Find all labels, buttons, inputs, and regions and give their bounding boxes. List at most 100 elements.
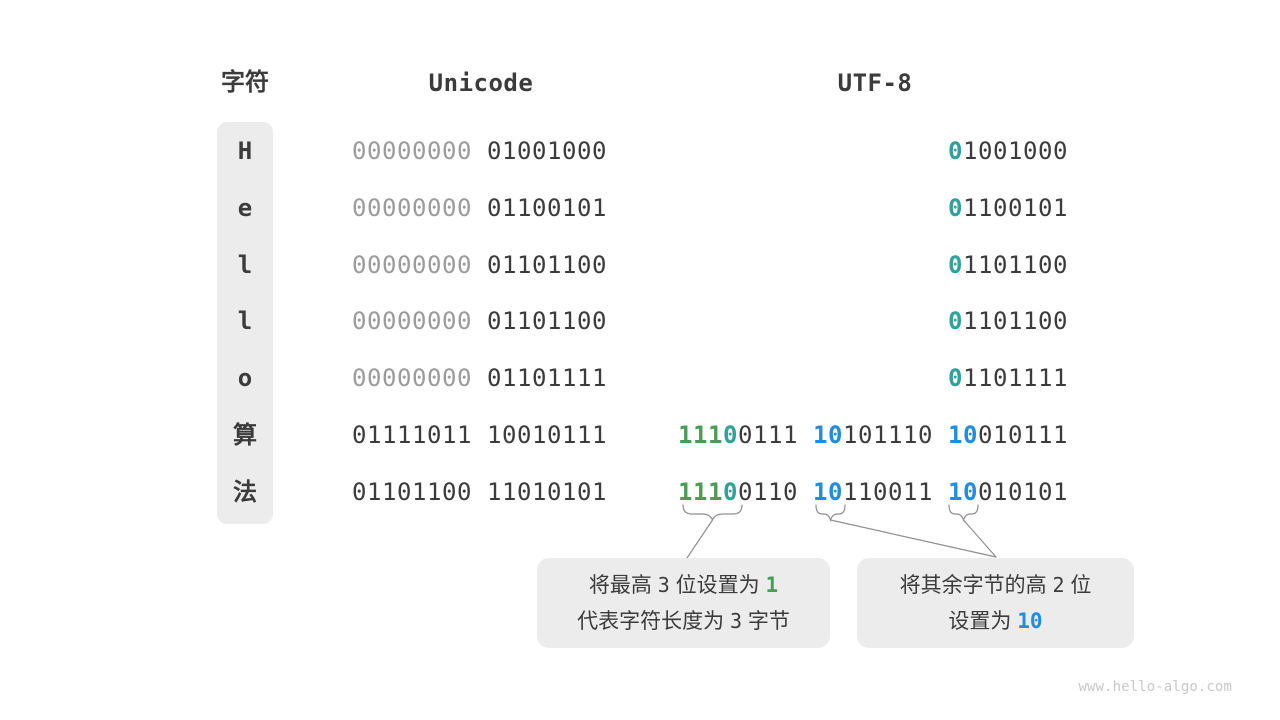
utf8-bits: 01101111 [948,363,1068,393]
bit-segment-dark: 01001000 [487,137,607,165]
bit-segment-blue: 10 [813,477,843,506]
text-segment: 位设置为 [669,573,766,597]
byte-group: 11010101 [487,478,607,506]
char-cell: H [237,137,253,165]
bit-segment-gray: 00000000 [352,250,472,279]
utf8-bits: 11100110 10110011 10010101 [678,477,1068,507]
char-cell: 法 [233,477,257,506]
byte-group: 10010111 [948,421,1068,449]
unicode-bits: 01101100 11010101 [352,477,607,507]
column-header-utf8: UTF-8 [837,69,913,97]
byte-group: 01100101 [948,194,1068,222]
unicode-bits: 00000000 01101111 [352,363,607,393]
unicode-bits: 00000000 01001000 [352,136,607,166]
bit-segment-teal: 0 [948,193,963,222]
bit-segment-dark: 1101100 [963,307,1068,336]
text-segment: 位 [1064,573,1092,597]
utf8-bits: 01101100 [948,250,1068,280]
bit-segment-blue: 10 [813,421,843,450]
underbrace-cont-byte3 [948,504,979,522]
byte-group: 00000000 [352,194,472,222]
bit-segment-dark: 101110 [843,421,933,450]
bit-segment-teal: 0 [948,137,963,165]
byte-group: 01101111 [948,364,1068,392]
text-segment: 将最高 [588,573,658,597]
char-column-background [217,122,273,524]
bit-segment-blue: 10 [1017,608,1043,633]
byte-group: 11100111 [678,421,798,449]
utf8-bits: 01001000 [948,136,1068,166]
text-segment: 代表字符长度为 [577,609,730,633]
bit-segment-blue: 10 [948,477,978,506]
leader-line-callout1 [686,519,714,559]
byte-group: 11100110 [678,478,798,506]
bit-segment-dark: 1100101 [963,193,1068,222]
bit-segment-dark: 0111 [738,421,798,450]
byte-group: 00000000 [352,364,472,392]
text-segment: 字节 [742,609,790,633]
bit-segment-dark: 01101100 [487,250,607,279]
byte-group: 00000000 [352,307,472,335]
bit-segment-gray: 00000000 [352,193,472,222]
byte-group: 00000000 [352,137,472,165]
byte-group: 10010101 [948,478,1068,506]
bit-segment-dark: 01101100 [352,477,472,506]
bit-segment-teal: 0 [948,364,963,393]
bit-segment-blue: 10 [948,421,978,450]
bit-segment-dark: 01101111 [487,364,607,393]
char-cell: e [237,193,253,222]
unicode-bits: 00000000 01101100 [352,250,607,280]
bit-segment-gray: 00000000 [352,307,472,336]
callout-line: 将最高 3 位设置为 1 [537,569,830,602]
bit-segment-dark: 1101100 [963,250,1068,279]
byte-group: 01101100 [352,478,472,506]
byte-group: 01101100 [948,307,1068,335]
bit-segment-green: 1 [765,572,779,597]
utf8-bits: 01101100 [948,306,1068,336]
byte-group: 01101111 [487,364,607,392]
utf8-bits: 01100101 [948,193,1068,223]
bit-segment-teal: 0 [948,307,963,336]
byte-group: 01100101 [487,194,607,222]
bit-segment-green: 111 [678,421,723,450]
byte-group: 00000000 [352,251,472,279]
byte-group: 01101100 [487,251,607,279]
leader-line-callout2b [962,519,997,558]
bit-segment-dark: 010101 [978,477,1068,506]
underbrace-cont-byte2 [815,504,846,522]
bit-segment-dark: 01101100 [487,307,607,336]
callout-line: 设置为 10 [857,605,1134,638]
text-segment: 将其余字节的高 [899,573,1053,597]
byte-group: 10101110 [813,421,933,449]
underbrace-length-prefix [682,504,743,522]
unicode-bits: 00000000 01100101 [352,193,607,223]
byte-group: 01101100 [948,251,1068,279]
column-header-unicode: Unicode [428,69,534,97]
byte-group: 10110011 [813,478,933,506]
bit-segment-dark: 01111011 [352,421,472,450]
char-cell: l [237,250,253,279]
bit-segment-dark: 010111 [978,421,1068,450]
unicode-bits: 01111011 10010111 [352,420,607,450]
char-cell: o [237,364,253,393]
callout-continuation-prefix: 将其余字节的高 2 位设置为 10 [857,558,1134,648]
watermark: www.hello-algo.com [1078,679,1232,695]
leader-line-callout2a [829,519,997,558]
callout-line: 将其余字节的高 2 位 [857,569,1134,602]
byte-group: 10010111 [487,421,607,449]
bit-segment-dark: 10010111 [487,421,607,450]
utf8-bits: 11100111 10101110 10010111 [678,420,1068,450]
bit-segment-dark: 0110 [738,477,798,506]
bit-segment-green: 111 [678,477,723,506]
bit-segment-dark: 1101111 [963,364,1068,393]
bit-segment-dark: 110011 [843,477,933,506]
text-segment: 设置为 [948,609,1018,633]
